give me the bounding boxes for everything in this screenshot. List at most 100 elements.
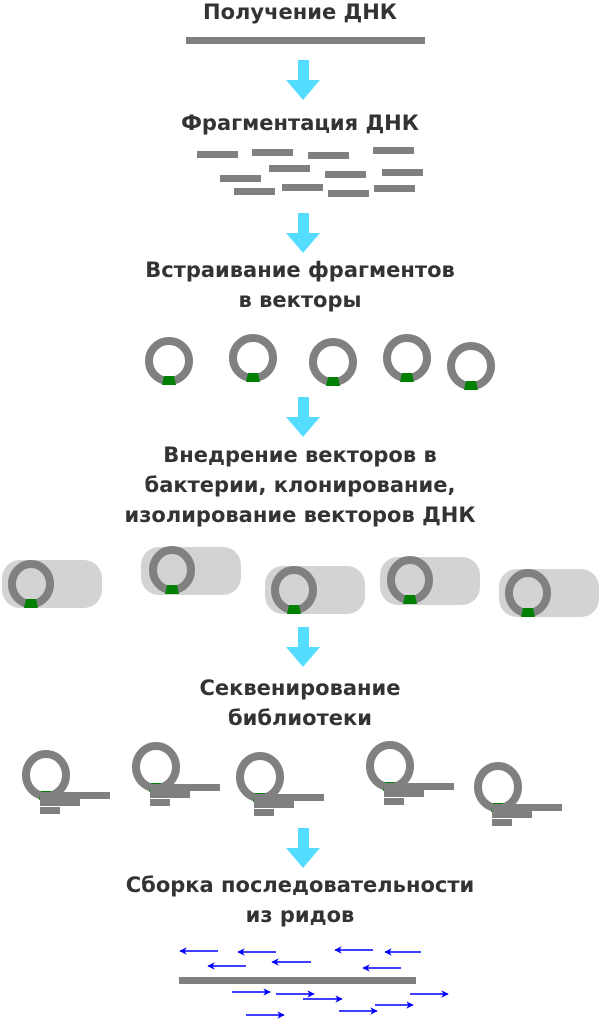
sequenced-vector (474, 762, 562, 826)
title-line: Фрагментация ДНК (181, 111, 419, 135)
sequencing-read (254, 809, 274, 816)
vector-plasmid (145, 337, 193, 385)
sequenced-vector (366, 741, 454, 805)
step-title-sequencing: Секвенирование библиотеки (0, 673, 600, 733)
arrow-head (286, 233, 320, 253)
vector-ring (447, 342, 495, 390)
dna-strand (186, 37, 425, 44)
sequencing-read (384, 783, 454, 790)
down-arrow-icon (286, 828, 320, 868)
vector-ring (22, 750, 70, 800)
arrow-head (286, 417, 320, 437)
assembly (179, 946, 449, 1019)
step-title-vector-insertion: Встраивание фрагментов в векторы (0, 255, 600, 315)
title-line: Сборка последовательности (125, 873, 475, 897)
sequenced-vectors (22, 741, 562, 826)
dna-fragment (234, 188, 275, 195)
arrow-shaft (298, 60, 309, 82)
dna-fragment (328, 190, 369, 197)
vector-ring (366, 741, 414, 791)
insert-fragment (162, 376, 176, 385)
sequencing-read (40, 792, 110, 799)
title-line: изолирование векторов ДНК (124, 503, 476, 527)
insert-fragment (24, 599, 38, 608)
dna-fragment (325, 171, 366, 178)
sequenced-vector (236, 752, 324, 816)
sequencing-read (492, 804, 562, 811)
sequencing-read (384, 798, 404, 805)
insert-fragment (400, 373, 414, 382)
insert-fragment (287, 605, 301, 614)
vector-ring (383, 334, 431, 382)
dna-fragment (373, 147, 414, 154)
bacteria-clones (2, 546, 599, 617)
assembled-contig (179, 977, 416, 984)
bacterium (499, 569, 599, 617)
down-arrow-icon (286, 213, 320, 253)
step-title-fragmentation: Фрагментация ДНК (0, 108, 600, 138)
dna-fragment (220, 175, 261, 182)
bacterium (141, 546, 241, 595)
title-line: Встраивание фрагментов (145, 258, 455, 282)
title-line: в векторы (238, 288, 362, 312)
sequencing-read (492, 811, 532, 818)
vector-plasmid (383, 334, 431, 382)
vector-ring (309, 338, 357, 386)
arrow-head (286, 647, 320, 667)
dna-fragment (269, 165, 310, 172)
dna-fragment (374, 185, 415, 192)
title-line: Получение ДНК (203, 0, 397, 24)
vector-plasmid (271, 566, 317, 614)
bacterium (265, 566, 365, 614)
down-arrow-icon (286, 60, 320, 100)
sequencing-read (254, 801, 294, 808)
sequencing-read (254, 794, 324, 801)
title-line: бактерии, клонирование, (144, 473, 456, 497)
arrow-shaft (298, 213, 309, 235)
insert-fragment (326, 377, 340, 386)
down-arrow-icon (286, 397, 320, 437)
arrow-shaft (298, 397, 309, 419)
sequencing-read (150, 784, 220, 791)
sequenced-vector (22, 750, 110, 814)
vector-ring (229, 334, 277, 382)
dna-fragment (252, 149, 293, 156)
vector-plasmid (505, 569, 551, 617)
step-title-assembly: Сборка последовательности из ридов (0, 870, 600, 930)
dna-fragment (382, 169, 423, 176)
sequencing-read (150, 799, 170, 806)
arrow-shaft (298, 627, 309, 649)
title-line: Внедрение векторов в (163, 443, 437, 467)
vector-ring (474, 762, 522, 812)
bacterium (380, 556, 480, 605)
sequencing-read (150, 791, 190, 798)
dna-fragment (282, 184, 323, 191)
sequenced-vector (132, 742, 220, 806)
sequencing-read (40, 799, 80, 806)
down-arrow-icon (286, 627, 320, 667)
sequencing-read (384, 790, 424, 797)
vectors (145, 334, 495, 390)
insert-fragment (464, 381, 478, 390)
bacterium (2, 560, 102, 608)
sequencing-read (40, 807, 60, 814)
arrow-head (286, 848, 320, 868)
insert-fragment (165, 585, 179, 594)
vector-plasmid (149, 546, 195, 594)
vector-plasmid (8, 560, 54, 608)
step-title-cloning: Внедрение векторов в бактерии, клонирова… (0, 440, 600, 530)
title-line: библиотеки (228, 706, 372, 730)
vector-ring (132, 742, 180, 792)
dna-fragment (197, 151, 238, 158)
insert-fragment (521, 608, 535, 617)
genomic-dna-strand (186, 37, 425, 44)
step-title-dna-extraction: Получение ДНК (0, 0, 600, 27)
dna-fragment (308, 152, 349, 159)
vector-plasmid (447, 342, 495, 390)
insert-fragment (403, 595, 417, 604)
vector-plasmid (229, 334, 277, 382)
vector-ring (145, 337, 193, 385)
title-line: из ридов (245, 903, 355, 927)
vector-plasmid (387, 556, 433, 604)
